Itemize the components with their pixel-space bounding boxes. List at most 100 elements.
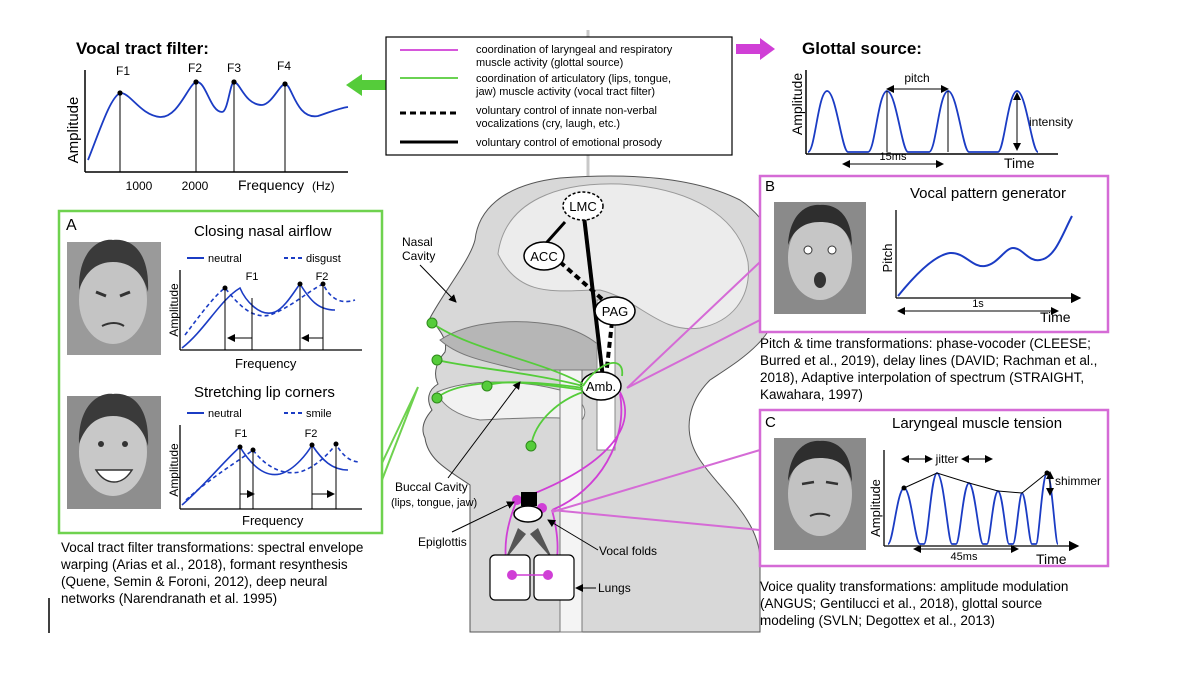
panel-b-ylabel: Pitch — [880, 244, 895, 273]
disgust-hair — [78, 239, 149, 292]
bronchus-left — [505, 528, 526, 560]
vtf-tick-1000: 1000 — [126, 179, 153, 193]
panel-b-letter: B — [765, 178, 775, 195]
panel-c-xlabel: Time — [1036, 551, 1067, 567]
vtf-title: Vocal tract filter: — [76, 39, 209, 58]
panel-c-jitter-label: jitter — [935, 452, 959, 466]
smile-mouth — [94, 469, 134, 483]
panel-a-caption: Vocal tract filter transformations: spec… — [61, 539, 379, 607]
vtf-ylabel: Amplitude — [65, 97, 82, 164]
panel-c-shimmer-label: shimmer — [1055, 474, 1101, 488]
vtf-f3-label: F3 — [227, 61, 241, 75]
legend-item-2-line2: jaw) muscle activity (vocal tract filter… — [475, 86, 655, 98]
panel-c-letter: C — [765, 414, 776, 431]
panel-a-chart2-xlabel: Frequency — [242, 513, 304, 528]
panel-b-caption-line-3: 2018), Adaptive interpolation of spectru… — [760, 370, 1085, 385]
panel-a-legend2-smile: smile — [306, 408, 332, 420]
legend-item-3-line2: vocalizations (cry, laugh, etc.) — [476, 118, 620, 130]
panel-a-chart2-f1-label: F1 — [235, 428, 248, 440]
panel-a-chart2-neutral-curve — [181, 443, 349, 506]
anxious-face — [788, 452, 852, 536]
panel-a-chart1-xlabel: Frequency — [235, 356, 297, 371]
vtf-xlabel: Frequency — [238, 177, 304, 193]
panel-a-caption-line-1: Vocal tract filter transformations: spec… — [61, 540, 364, 555]
nasal-label-2: Cavity — [402, 249, 435, 263]
glottal-source-chart: Glottal source: Amplitude pitch intensit… — [789, 39, 1073, 171]
panel-c-waveform — [887, 472, 1059, 545]
panel-b-title: Vocal pattern generator — [910, 185, 1066, 202]
panel-b-caption-line-1: Pitch & time transformations: phase-voco… — [760, 336, 1091, 351]
legend-item-2-line1: coordination of articulatory (lips, tong… — [476, 73, 671, 85]
surprise-face — [788, 216, 852, 300]
green-path-epiglottis — [530, 391, 584, 447]
disgust-face — [79, 256, 147, 344]
panel-a-caption-line-4: networks (Narendranath et al. 1995) — [61, 591, 278, 606]
panel-a-chart1-f2-label: F2 — [316, 271, 329, 283]
surprise-face-photo — [774, 202, 866, 314]
disgust-face-photo — [67, 239, 161, 355]
disgust-mouth — [101, 322, 125, 327]
acc-node — [523, 241, 565, 271]
lmc-node — [562, 191, 604, 221]
gs-title: Glottal source: — [802, 39, 922, 58]
pag-label: PAG — [602, 304, 629, 319]
epiglottis-arrow — [451, 501, 515, 533]
gs-xlabel: Time — [1004, 155, 1035, 171]
panel-a-letter: A — [66, 217, 77, 234]
gs-pitch-label: pitch — [904, 71, 929, 85]
vocal-folds-shape — [513, 505, 543, 523]
amb-label: Amb. — [586, 379, 616, 394]
green-path-lip-upper — [436, 359, 584, 387]
smile-eye-right — [122, 441, 128, 447]
legend-item-3-line1: voluntary control of innate non-verbal — [476, 105, 657, 117]
green-endpoint-lip-lower — [431, 392, 443, 404]
panel-c-caption-line-3: modeling (SVLN; Degottex et al., 2013) — [760, 613, 995, 628]
panel-a-chart1-neutral-curve — [181, 282, 336, 349]
vtf-f4-peak — [282, 81, 288, 87]
larynx-block — [521, 492, 537, 506]
vtf-xunit: (Hz) — [312, 179, 335, 193]
panel-b-caption: Pitch & time transformations: phase-voco… — [760, 335, 1110, 403]
legend-frame — [385, 36, 733, 156]
gs-waveform — [807, 90, 1039, 153]
panel-c-title: Laryngeal muscle tension — [892, 415, 1062, 432]
nasal-cavity-shape — [439, 321, 616, 371]
vtf-f2-label: F2 — [188, 61, 202, 75]
legend-box: coordination of laryngeal and respirator… — [385, 36, 733, 156]
panel-a-chart1-disgust-curve — [184, 282, 356, 336]
magenta-arrow-right — [736, 38, 775, 60]
panel-c-caption-line-1: Voice quality transformations: amplitude… — [760, 579, 1069, 594]
panel-a-chart1-peak2 — [297, 281, 303, 287]
anxious-mouth — [809, 512, 831, 517]
green-endpoint-tongue — [481, 380, 493, 392]
panel-a-chart1-peak3 — [320, 281, 326, 287]
head-anatomy: LMC ACC PAG Amb. — [391, 175, 784, 633]
panel-a: A Closing nasal airflow neutral disgust … — [57, 209, 384, 535]
panel-a-chart2-smile-curve — [185, 442, 361, 501]
anxious-face-photo — [774, 438, 866, 550]
bronchus-right — [530, 528, 553, 560]
panel-a-title2: Stretching lip corners — [194, 384, 335, 401]
pag-node — [594, 296, 636, 326]
panel-c-peak-first — [901, 485, 907, 491]
acc-pag-pathway — [558, 260, 612, 308]
buccal-arrow — [447, 381, 521, 479]
vtf-f1-label: F1 — [116, 64, 130, 78]
panel-b-pitch-curve — [897, 215, 1073, 297]
vtf-envelope-curve — [87, 81, 349, 161]
anxious-hair — [788, 440, 852, 482]
panel-b-caption-line-2: Burred et al., 2019), delay lines (DAVID… — [760, 353, 1098, 368]
panel-a-chart2-peak1 — [237, 444, 243, 450]
smile-eye-left — [98, 441, 104, 447]
pag-amb-pathway — [604, 321, 614, 377]
panel-c-envelope — [903, 472, 1048, 494]
panel-b-xlabel: Time — [1040, 309, 1071, 325]
panel-b-duration-label: 1s — [972, 298, 984, 310]
panel-b: B Vocal pattern generator Pitch 1s Time — [758, 174, 1110, 334]
magenta-path-larynx — [516, 391, 626, 501]
smile-hair — [78, 393, 149, 446]
vocal-folds-arrow — [547, 519, 599, 551]
buccal-label-1: Buccal Cavity — [395, 480, 468, 494]
lung-right — [533, 554, 575, 601]
panel-a-chart2-f2-label: F2 — [305, 428, 318, 440]
